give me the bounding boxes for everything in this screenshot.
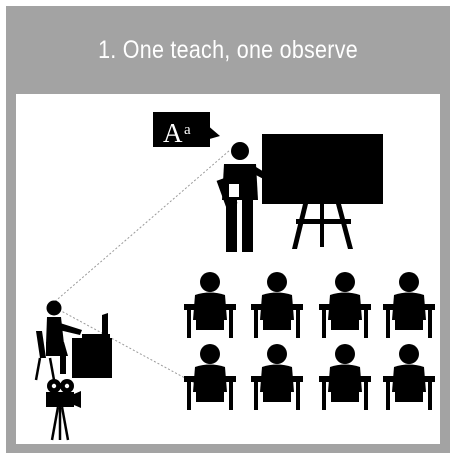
card-title: 1. One teach, one observe (98, 35, 358, 64)
bubble-letter-uppercase: A (163, 118, 183, 148)
blackboard-on-easel-icon (262, 134, 383, 249)
movie-camera-on-tripod-icon (46, 379, 81, 441)
student-at-desk-icon (251, 272, 303, 338)
speech-bubble-icon: A a (153, 112, 220, 148)
illustration-panel: A a (16, 94, 440, 444)
student-at-desk-icon (184, 272, 236, 338)
observer-at-desk-icon (34, 300, 112, 381)
bubble-letter-lowercase: a (184, 122, 191, 138)
student-at-desk-icon (319, 272, 371, 338)
laptop-icon (82, 313, 110, 338)
students-grid (184, 272, 435, 410)
teacher-with-pointer-icon (216, 142, 295, 252)
card-frame: 1. One teach, one observe A a (6, 6, 450, 453)
student-at-desk-icon (184, 344, 236, 410)
student-at-desk-icon (251, 344, 303, 410)
sight-lines (51, 149, 231, 385)
student-at-desk-icon (319, 344, 371, 410)
student-at-desk-icon (383, 272, 435, 338)
classroom-illustration: A a (34, 112, 435, 441)
student-at-desk-icon (383, 344, 435, 410)
